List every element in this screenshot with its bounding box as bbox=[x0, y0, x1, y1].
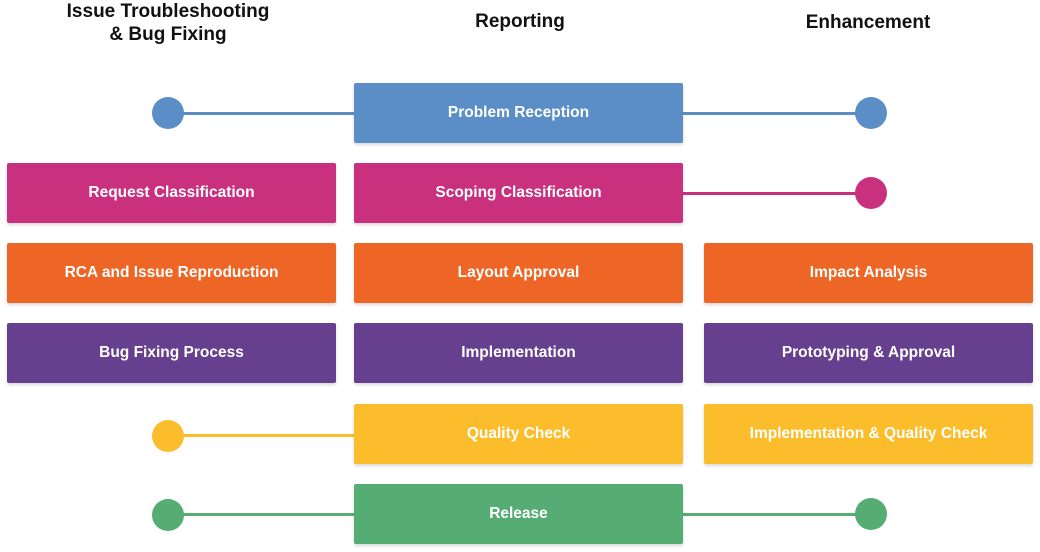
node-dot-magenta-right bbox=[855, 177, 887, 209]
box-impact-analysis: Impact Analysis bbox=[704, 243, 1033, 303]
connector-line-yellow-left bbox=[168, 434, 358, 437]
node-dot-blue-left bbox=[152, 97, 184, 129]
box-implementation: Implementation bbox=[354, 323, 683, 383]
header-issue-line1: Issue Troubleshooting bbox=[66, 1, 270, 22]
connector-line-blue-left bbox=[168, 112, 358, 115]
node-dot-blue-right bbox=[855, 97, 887, 129]
box-bug-fixing-process: Bug Fixing Process bbox=[7, 323, 336, 383]
box-problem-reception: Problem Reception bbox=[354, 83, 683, 143]
box-request-classification: Request Classification bbox=[7, 163, 336, 223]
connector-line-blue-right bbox=[680, 112, 870, 115]
header-reporting: Reporting bbox=[475, 11, 565, 32]
node-dot-green-left bbox=[152, 499, 184, 531]
box-quality-check: Quality Check bbox=[354, 404, 683, 464]
connector-line-magenta-right bbox=[680, 192, 870, 195]
connector-line-green-left bbox=[168, 513, 358, 516]
box-scoping-classification: Scoping Classification bbox=[354, 163, 683, 223]
header-issue-line2: & Bug Fixing bbox=[109, 24, 227, 45]
box-rca-issue-reproduction: RCA and Issue Reproduction bbox=[7, 243, 336, 303]
box-release: Release bbox=[354, 484, 683, 544]
box-layout-approval: Layout Approval bbox=[354, 243, 683, 303]
header-issue-troubleshooting: Issue Troubleshooting & Bug Fixing bbox=[40, 0, 296, 46]
box-prototyping-approval: Prototyping & Approval bbox=[704, 323, 1033, 383]
node-dot-yellow-left bbox=[152, 420, 184, 452]
box-implementation-quality-check: Implementation & Quality Check bbox=[704, 404, 1033, 464]
node-dot-green-right bbox=[855, 498, 887, 530]
header-enhancement: Enhancement bbox=[805, 12, 931, 33]
connector-line-green-right bbox=[680, 513, 870, 516]
